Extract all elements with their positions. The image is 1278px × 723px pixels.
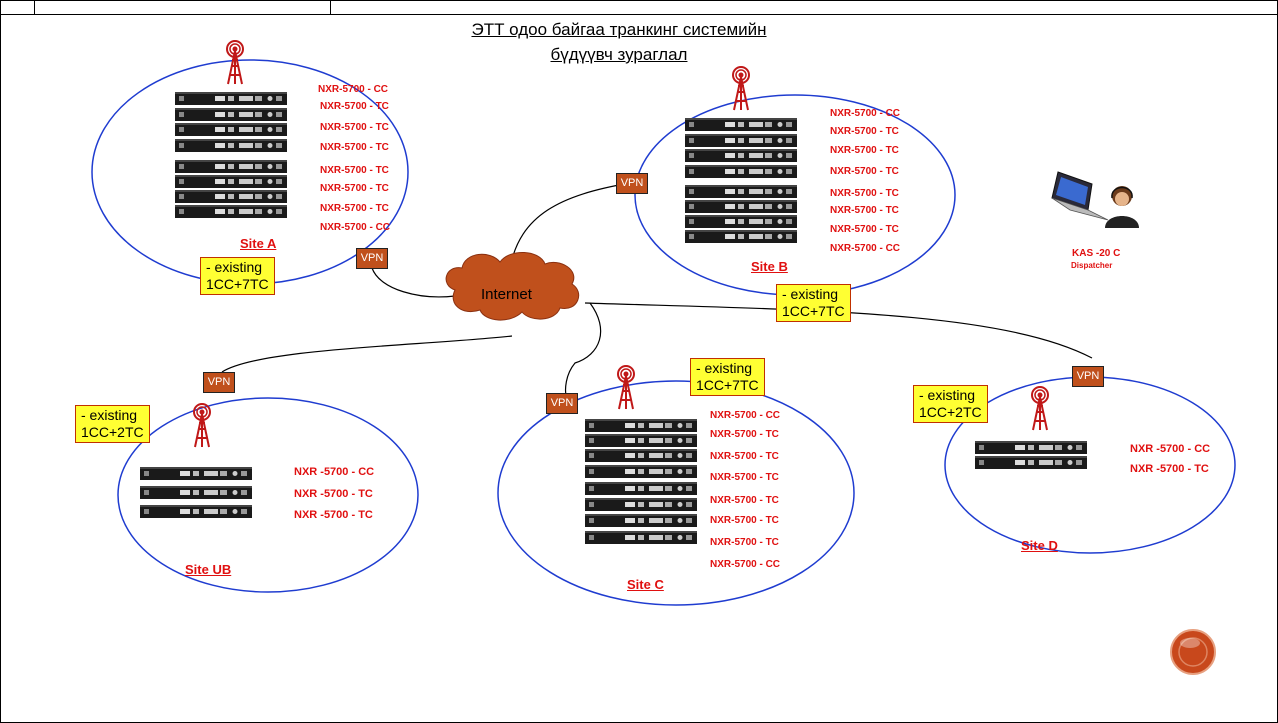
site-b-radio-4: NXR-5700 - TC bbox=[830, 166, 899, 177]
vpn-box-site-a: VPN bbox=[356, 248, 388, 269]
site-ub-note: - existing 1CC+2TC bbox=[75, 405, 150, 443]
site-b-name: Site B bbox=[751, 259, 788, 274]
site-a-radio-3: NXR-5700 - TC bbox=[320, 122, 389, 133]
site-c-radio-6: NXR-5700 - TC bbox=[710, 515, 779, 526]
site-b-radio-5: NXR-5700 - TC bbox=[830, 188, 899, 199]
site-a-radio-4: NXR-5700 - TC bbox=[320, 142, 389, 153]
site-b-radio-8: NXR-5700 - CC bbox=[830, 243, 901, 254]
site-a-note: - existing 1CC+7TC bbox=[200, 257, 275, 295]
site-b-radio-7: NXR-5700 - TC bbox=[830, 224, 899, 235]
site-a-name: Site A bbox=[240, 236, 277, 251]
site-a-note-line2: 1CC+7TC bbox=[206, 276, 269, 292]
vpn-box-site-c: VPN bbox=[546, 393, 578, 414]
site-c-radio-4: NXR-5700 - TC bbox=[710, 472, 779, 483]
site-b-radio-1: NXR-5700 - CC bbox=[830, 108, 901, 119]
site-a-note-line1: - existing bbox=[206, 259, 263, 275]
site-d-note: - existing 1CC+2TC bbox=[913, 385, 988, 423]
site-ub-note-line1: - existing bbox=[81, 407, 138, 423]
site-a-radio-6: NXR-5700 - TC bbox=[320, 183, 389, 194]
site-c-radio-2: NXR-5700 - TC bbox=[710, 429, 779, 440]
site-c-note-line1: - existing bbox=[696, 360, 753, 376]
site-b-radio-3: NXR-5700 - TC bbox=[830, 145, 899, 156]
site-d-name: Site D bbox=[1021, 538, 1058, 553]
site-d-radio-2: NXR -5700 - TC bbox=[1130, 463, 1209, 475]
site-ub-equipment bbox=[140, 403, 252, 518]
site-a-radio-8: NXR-5700 - CC bbox=[320, 222, 391, 233]
site-b-note-line2: 1CC+7TC bbox=[782, 303, 845, 319]
site-d-radio-1: NXR -5700 - CC bbox=[1130, 443, 1211, 455]
site-ub-radio-2: NXR -5700 - TC bbox=[294, 488, 373, 500]
dispatcher-role: Dispatcher bbox=[1071, 261, 1113, 270]
dispatcher-laptop-icon bbox=[1051, 171, 1109, 221]
site-a-radio-1: NXR-5700 - CC bbox=[318, 84, 389, 95]
site-c-radio-7: NXR-5700 - TC bbox=[710, 537, 779, 548]
site-c-equipment bbox=[585, 365, 697, 544]
internet-label: Internet bbox=[481, 286, 532, 303]
site-ub-radio-3: NXR -5700 - TC bbox=[294, 509, 373, 521]
site-ub-note-line2: 1CC+2TC bbox=[81, 424, 144, 440]
operator-headset-icon bbox=[1105, 186, 1139, 228]
site-c-radio-1: NXR-5700 - CC bbox=[710, 410, 781, 421]
dispatcher-model: KAS -20 C bbox=[1072, 248, 1121, 259]
internet-cloud-icon bbox=[445, 252, 580, 321]
site-b-note-line1: - existing bbox=[782, 286, 839, 302]
site-c-radio-8: NXR-5700 - CC bbox=[710, 559, 781, 570]
site-b-note: - existing 1CC+7TC bbox=[776, 284, 851, 322]
vpn-box-site-ub: VPN bbox=[203, 372, 235, 393]
site-b-equipment bbox=[685, 66, 797, 243]
site-c-note-line2: 1CC+7TC bbox=[696, 377, 759, 393]
site-c-radio-3: NXR-5700 - TC bbox=[710, 451, 779, 462]
site-c-radio-5: NXR-5700 - TC bbox=[710, 495, 779, 506]
site-d-equipment bbox=[975, 386, 1087, 469]
site-c-name: Site C bbox=[627, 577, 664, 592]
site-a-radio-2: NXR-5700 - TC bbox=[320, 101, 389, 112]
diagram-title-line2: бүдүүвч зураглал bbox=[550, 45, 688, 64]
vpn-box-site-d: VPN bbox=[1072, 366, 1104, 387]
vpn-box-site-b: VPN bbox=[616, 173, 648, 194]
nav-circle-button[interactable] bbox=[1170, 629, 1216, 675]
diagram-title-line1: ЭТТ одоо байгаа транкинг системийн bbox=[471, 20, 767, 39]
site-a-radio-5: NXR-5700 - TC bbox=[320, 165, 389, 176]
site-b-radio-2: NXR-5700 - TC bbox=[830, 126, 899, 137]
site-ub-name: Site UB bbox=[185, 562, 232, 577]
connection-lines bbox=[221, 182, 1093, 396]
site-b-radio-6: NXR-5700 - TC bbox=[830, 205, 899, 216]
site-ub-radio-1: NXR -5700 - CC bbox=[294, 466, 375, 478]
site-d-note-line1: - existing bbox=[919, 387, 976, 403]
site-a-radio-7: NXR-5700 - TC bbox=[320, 203, 389, 214]
site-d-note-line2: 1CC+2TC bbox=[919, 404, 982, 420]
site-c-note: - existing 1CC+7TC bbox=[690, 358, 765, 396]
